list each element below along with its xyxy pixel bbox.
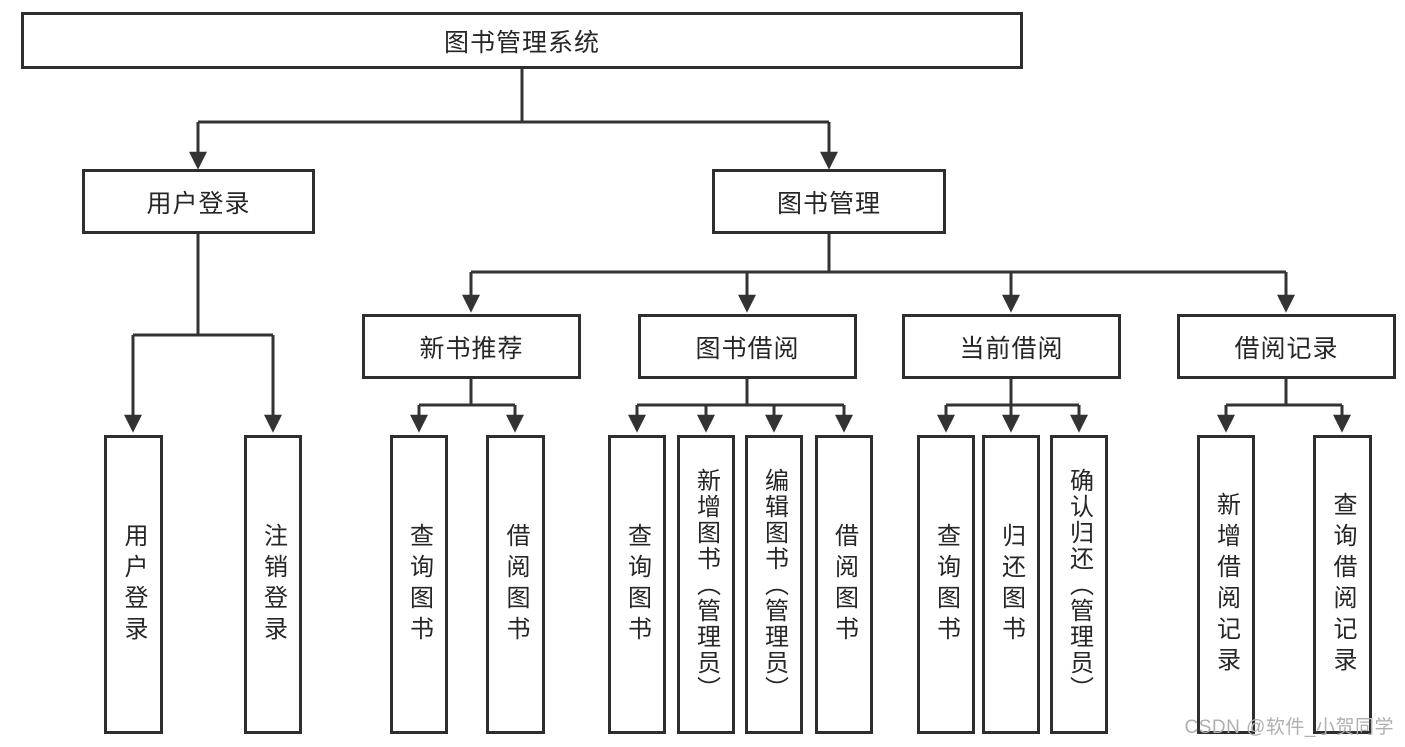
leaf-query-borrow-record: 查询借阅记录 [1313, 435, 1372, 734]
leaf-borrow-book-recommend: 借阅图书 [486, 435, 545, 734]
node-user-login: 用户登录 [82, 169, 315, 234]
node-root: 图书管理系统 [21, 12, 1023, 69]
edge-root-to-level2 [189, 68, 838, 170]
leaf-query-book-recommend: 查询图书 [390, 435, 448, 734]
node-borrow-records: 借阅记录 [1177, 314, 1396, 379]
edge-management-to-level3 [462, 234, 1295, 313]
node-current-borrow: 当前借阅 [902, 314, 1121, 379]
leaf-confirm-return-admin: 确认归还（管理员） [1050, 435, 1108, 734]
node-new-book-recommend: 新书推荐 [362, 314, 581, 379]
leaf-edit-book-admin: 编辑图书（管理员） [745, 435, 803, 734]
leaf-logout: 注销登录 [244, 435, 302, 734]
node-book-management: 图书管理 [712, 169, 946, 234]
node-book-borrow: 图书借阅 [638, 314, 857, 379]
edge-records-to-leaves [1217, 379, 1351, 433]
leaf-query-book-borrow: 查询图书 [608, 435, 666, 734]
edge-current-to-leaves [937, 379, 1088, 433]
edge-login-to-leaves [124, 234, 282, 433]
leaf-borrow-book-borrow: 借阅图书 [815, 435, 873, 734]
leaf-query-book-current: 查询图书 [917, 435, 975, 734]
edge-recommend-to-leaves [410, 379, 524, 433]
leaf-add-borrow-record: 新增借阅记录 [1197, 435, 1255, 734]
edge-borrow-to-leaves [628, 379, 853, 433]
leaf-add-book-admin: 新增图书（管理员） [677, 435, 735, 734]
leaf-user-login: 用户登录 [104, 435, 163, 734]
leaf-return-book: 归还图书 [982, 435, 1040, 734]
csdn-watermark: CSDN @软件_小贺同学 [1184, 717, 1394, 738]
